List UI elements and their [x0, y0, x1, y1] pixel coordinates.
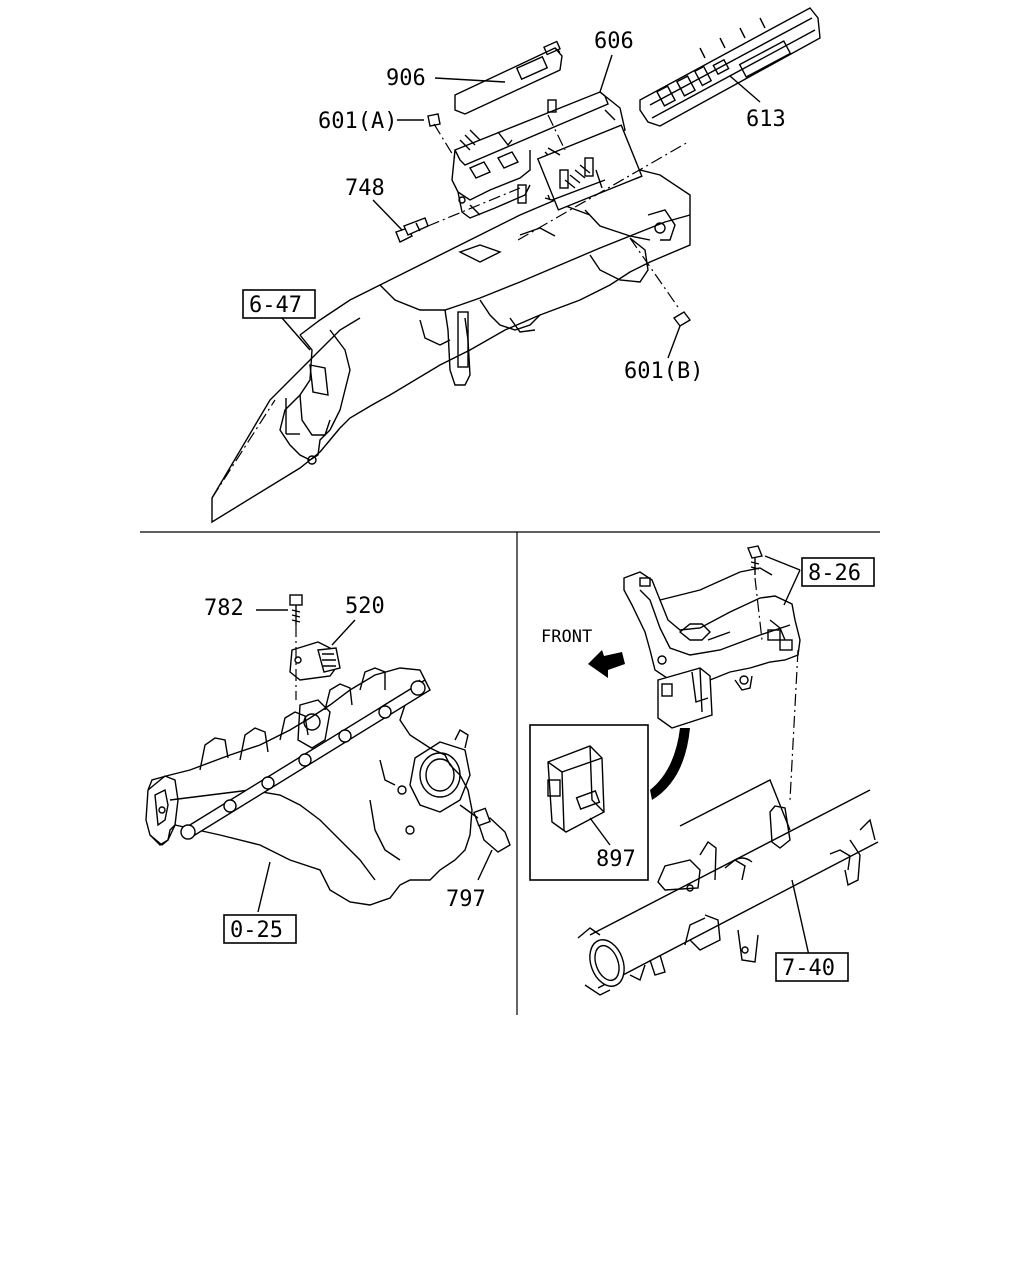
label-797: 797 [446, 887, 486, 912]
label-782: 782 [204, 596, 244, 621]
ref-box-8-26 [801, 557, 875, 587]
ref-6-47: 6-47 [249, 293, 302, 318]
bolt-748 [395, 217, 429, 243]
label-601a: 601(A) [318, 109, 397, 134]
ref-box-0-25 [223, 914, 297, 944]
ref-box-6-47 [242, 289, 316, 319]
label-606: 606 [594, 29, 634, 54]
label-601b: 601(B) [624, 359, 703, 384]
sensor-520 [289, 641, 341, 681]
label-front: FRONT [541, 627, 592, 647]
front-arrow-icon [588, 650, 625, 678]
clip-601b [672, 311, 692, 327]
label-906: 906 [386, 66, 426, 91]
clip-601a [427, 113, 441, 127]
label-748: 748 [345, 176, 385, 201]
ecu-mounting-drawing [529, 545, 879, 996]
sensor-797 [459, 804, 511, 853]
label-520: 520 [345, 594, 385, 619]
label-613: 613 [746, 107, 786, 132]
ref-8-26: 8-26 [808, 561, 861, 586]
ref-0-25: 0-25 [230, 918, 283, 943]
label-897: 897 [596, 847, 636, 872]
bolt-8-26 [747, 545, 763, 575]
ref-7-40: 7-40 [782, 956, 835, 981]
ref-box-7-40 [775, 952, 849, 982]
top-section-drawing [211, 7, 821, 524]
intake-manifold-drawing [145, 594, 511, 913]
bolt-782 [289, 594, 303, 625]
